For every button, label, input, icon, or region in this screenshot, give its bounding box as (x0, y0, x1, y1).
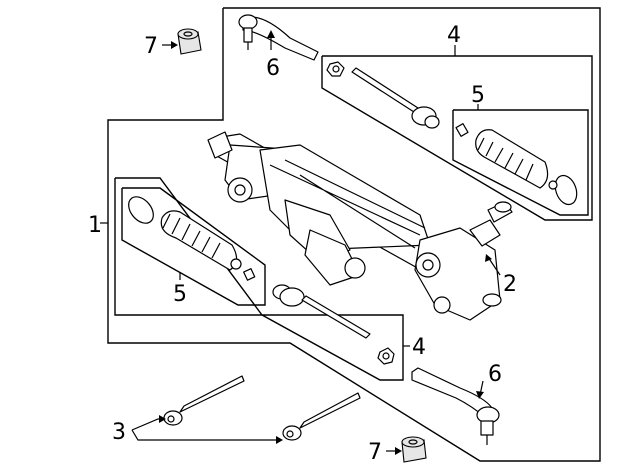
mounting-bolt-icon (163, 375, 245, 426)
upper-boot-kit-box (452, 109, 589, 216)
pinion-leader (487, 256, 501, 276)
bolt-leader-upper (131, 418, 163, 431)
callout-nut-lower: 7 (368, 440, 382, 465)
inner-tie-rod-icon (351, 67, 440, 129)
callout-tie-rod-end-upper: 6 (266, 56, 280, 81)
outer-tie-rod-end-icon (411, 367, 500, 445)
callout-tie-rod-end-lower: 6 (488, 362, 502, 387)
mounting-bolt-icon (282, 392, 361, 441)
callout-tie-rod-upper: 4 (447, 23, 461, 48)
boot-clamp-icon (128, 196, 154, 224)
pinion-arrow (485, 254, 492, 262)
lower-boot-kit-box (121, 187, 266, 306)
lock-nut-icon (177, 28, 202, 55)
bellows-boot-icon (455, 123, 549, 189)
boot-clamp-icon (548, 174, 578, 206)
upper-tie-rod-kit-box (321, 55, 593, 221)
inner-tie-rod-icon (272, 284, 371, 339)
callout-tie-rod-lower: 4 (412, 335, 426, 360)
assembly-outline (107, 7, 601, 462)
callout-nut-upper: 7 (144, 34, 158, 59)
bellows-boot-icon (160, 210, 256, 281)
callout-boot-upper: 5 (471, 83, 485, 108)
lock-nut-icon (401, 436, 427, 463)
callout-pinion: 2 (503, 272, 517, 297)
callout-boot-lower: 5 (173, 282, 187, 307)
lock-nut-icon (326, 61, 345, 77)
steering-rack-icon (207, 131, 513, 321)
callout-mount-bolts: 3 (112, 420, 126, 445)
lock-nut-icon (377, 347, 395, 365)
outer-tie-rod-end-icon (238, 14, 319, 61)
bolt-leader-lower (131, 429, 279, 441)
callout-assembly: 1 (88, 213, 102, 238)
